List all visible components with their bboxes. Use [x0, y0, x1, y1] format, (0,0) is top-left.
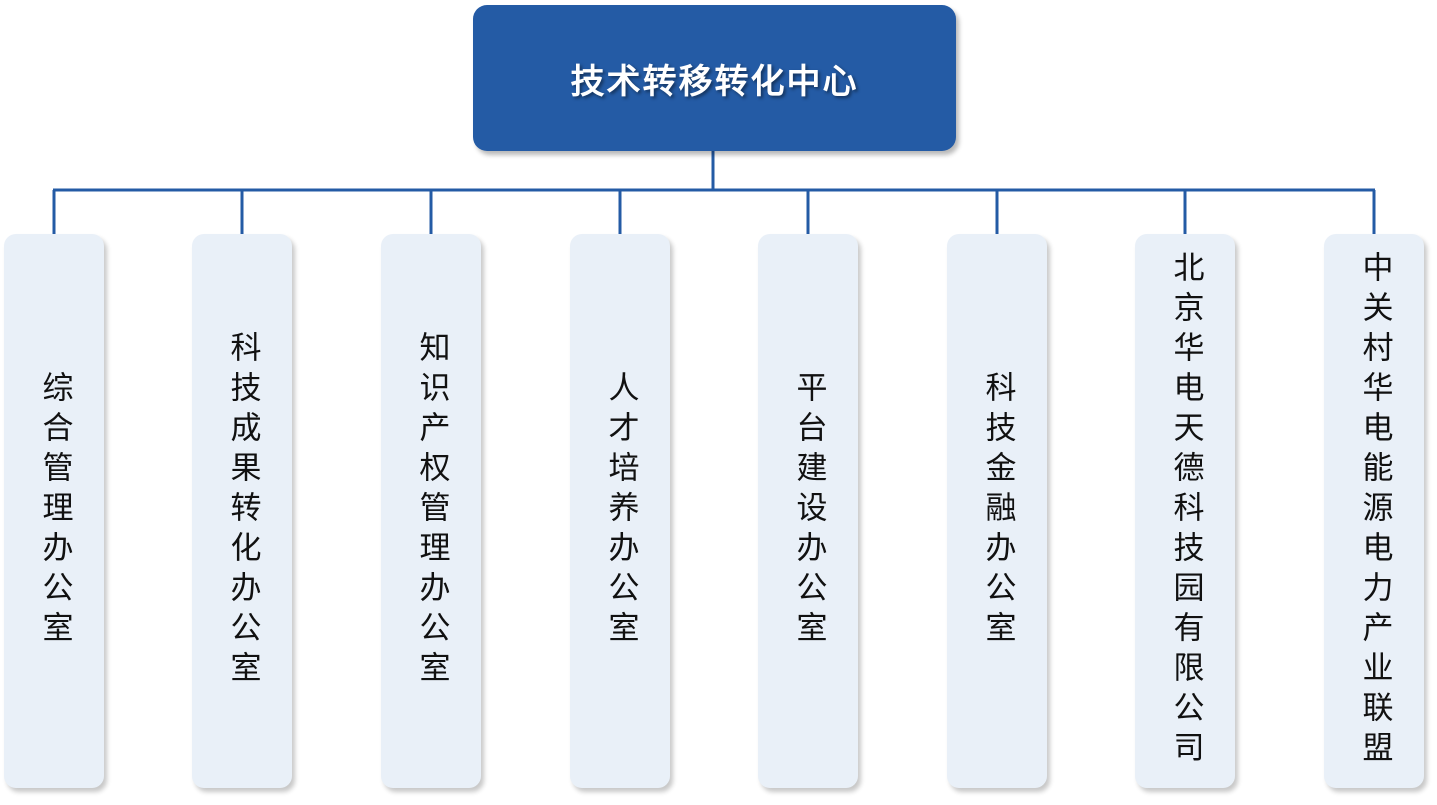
child-node-label: 北京华电天德科技园有限公司	[1167, 251, 1204, 771]
child-node-label: 中关村华电能源电力产业联盟	[1356, 251, 1393, 771]
child-node-general-management-office: 综合管理办公室	[4, 234, 104, 788]
child-node-label: 科技成果转化办公室	[224, 331, 261, 691]
root-node-label: 技术转移转化中心	[570, 61, 859, 102]
child-node-tech-park-company: 北京华电天德科技园有限公司	[1135, 234, 1235, 788]
child-node-label: 知识产权管理办公室	[413, 331, 450, 691]
child-node-platform-construction-office: 平台建设办公室	[758, 234, 858, 788]
child-node-label: 科技金融办公室	[979, 371, 1016, 651]
child-node-tech-achievement-transfer-office: 科技成果转化办公室	[192, 234, 292, 788]
child-node-tech-finance-office: 科技金融办公室	[947, 234, 1047, 788]
child-node-label: 综合管理办公室	[36, 371, 73, 651]
child-node-talent-training-office: 人才培养办公室	[570, 234, 670, 788]
child-node-label: 平台建设办公室	[790, 371, 827, 651]
child-node-label: 人才培养办公室	[602, 371, 639, 651]
child-node-energy-industry-alliance: 中关村华电能源电力产业联盟	[1324, 234, 1424, 788]
root-node: 技术转移转化中心	[473, 5, 956, 151]
child-node-ip-management-office: 知识产权管理办公室	[381, 234, 481, 788]
